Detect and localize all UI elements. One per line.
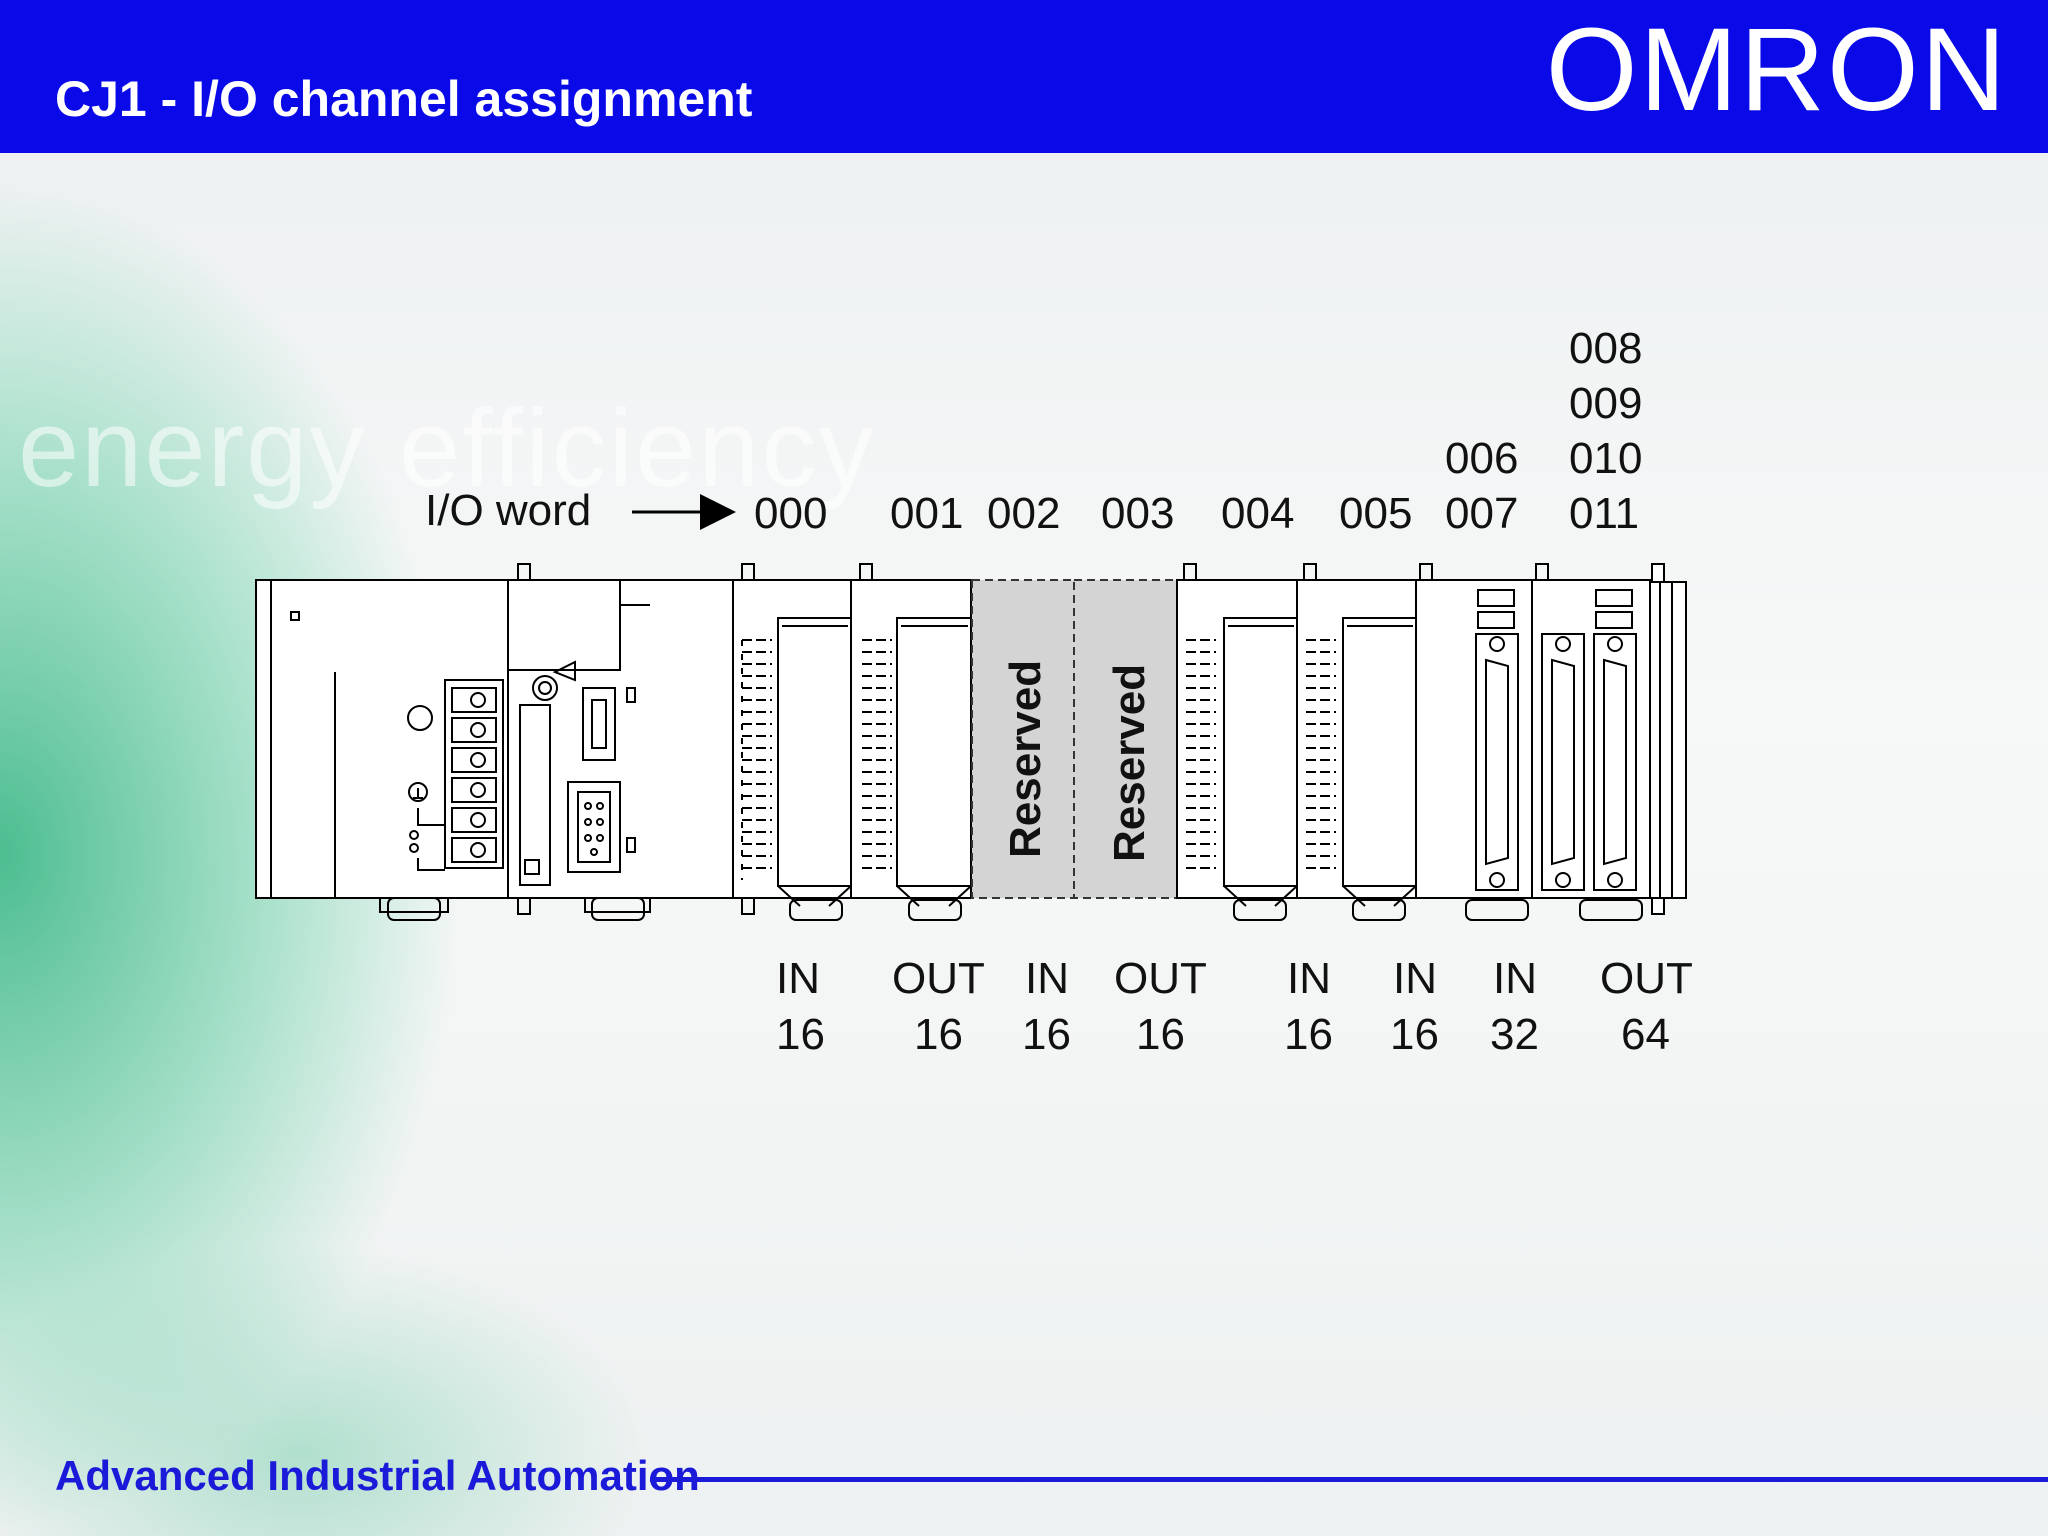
unit-points-label: 16 [1390,1010,1439,1059]
end-cover [1649,563,1687,915]
word-label: 011 [1569,489,1639,538]
unit-points-label: 64 [1621,1010,1670,1059]
unit-points-label: 32 [1490,1010,1539,1059]
terminal-block [451,687,497,863]
word-label: 004 [1221,489,1294,538]
header-bar: CJ1 - I/O channel assignment OMRON [0,0,2048,153]
unit-type-label: IN [1393,954,1437,1003]
unit-type-label: OUT [892,954,985,1003]
unit-type-label: IN [776,954,820,1003]
io-word-label: I/O word [425,486,591,535]
word-label: 001 [890,489,963,538]
word-label: 002 [987,489,1060,538]
word-label: 006 [1445,434,1518,483]
unit-type-label: OUT [1600,954,1693,1003]
background-watermark: energy efficiency [18,387,876,510]
unit-points-label: 16 [914,1010,963,1059]
omron-logo: OMRON [1545,4,2008,136]
io-unit-000 [732,563,852,921]
slide-title: CJ1 - I/O channel assignment [55,71,753,127]
io-unit-001 [850,563,972,921]
word-label: 010 [1569,434,1642,483]
power-supply-unit [255,579,509,921]
reserved-label: Reserved [1001,660,1050,858]
io-unit-004 [1176,563,1298,921]
word-label: 003 [1101,489,1174,538]
unit-points-label: 16 [1284,1010,1333,1059]
unit-type-label: IN [1493,954,1537,1003]
unit-type-label: IN [1287,954,1331,1003]
unit-points-label: 16 [776,1010,825,1059]
unit-labels: IN 16 OUT 16 IN 16 OUT 16 IN 16 IN 16 IN… [776,954,1693,1059]
unit-points-label: 16 [1022,1010,1071,1059]
word-label: 000 [754,489,827,538]
word-label: 005 [1339,489,1412,538]
footer-divider [650,1477,2048,1482]
cpu-unit [507,563,734,921]
unit-points-label: 16 [1136,1010,1185,1059]
word-label: 008 [1569,324,1642,373]
word-label: 009 [1569,379,1642,428]
unit-type-label: OUT [1114,954,1207,1003]
io-unit-006-007 [1415,563,1533,921]
reserved-slot-002: Reserved [971,579,1075,899]
word-label: 007 [1445,489,1518,538]
reserved-label: Reserved [1105,664,1154,862]
io-unit-005 [1296,563,1417,921]
unit-type-label: IN [1025,954,1069,1003]
footer-tagline: Advanced Industrial Automation [55,1452,700,1499]
reserved-slot-003: Reserved [1073,579,1178,899]
io-unit-008-011 [1531,563,1651,921]
